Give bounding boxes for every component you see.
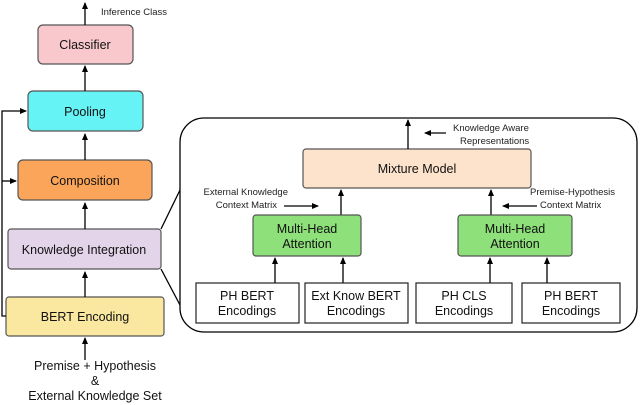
classifier-label: Classifier — [59, 38, 110, 52]
input-label-line2: & — [91, 374, 100, 388]
enc1-label-line1: PH BERT — [220, 289, 274, 303]
enc3-label-line2: Encodings — [435, 304, 493, 318]
input-label-line3: External Knowledge Set — [28, 389, 162, 403]
ext-knowledge-context-label-line1: External Knowledge — [204, 187, 289, 198]
ext-know-bert-encodings-box — [304, 282, 409, 324]
input-label-line1: Premise + Hypothesis — [34, 359, 156, 373]
enc2-label-line1: Ext Know BERT — [311, 289, 401, 303]
mixture-model-label: Mixture Model — [378, 162, 457, 176]
enc1-label-line2: Encodings — [218, 304, 276, 318]
mha-right-label-line1: Multi-Head — [485, 222, 545, 236]
knowledge-integration-label: Knowledge Integration — [22, 243, 146, 257]
enc4-label-line2: Encodings — [542, 304, 600, 318]
knowledge-aware-label-line1: Knowledge Aware — [453, 123, 529, 134]
ph-context-label-line1: Premise-Hypothesis — [530, 187, 615, 198]
zoom-line-top — [160, 189, 181, 230]
output-label: Inference Class — [101, 7, 167, 18]
ph-bert-encodings-box-1 — [195, 282, 300, 324]
ext-knowledge-context-label-line2: Context Matrix — [216, 200, 277, 211]
mha-left-label-line1: Multi-Head — [277, 222, 337, 236]
mixture-model-box — [302, 148, 532, 189]
composition-label: Composition — [50, 174, 120, 188]
ph-cls-encodings-box — [415, 282, 513, 324]
enc3-label-line1: PH CLS — [441, 289, 486, 303]
enc4-label-line1: PH BERT — [544, 289, 598, 303]
zoom-line-bottom — [160, 268, 181, 306]
skip-connection-to-pooling — [1, 108, 27, 317]
bert-encoding-label: BERT Encoding — [41, 310, 130, 324]
mha-left-label-line2: Attention — [282, 237, 331, 251]
mha-right-label-line2: Attention — [490, 237, 539, 251]
multi-head-attention-right-box — [457, 214, 573, 257]
ph-bert-encodings-box-2 — [521, 282, 621, 324]
ph-context-label-line2: Context Matrix — [540, 200, 601, 211]
pooling-label: Pooling — [64, 105, 106, 119]
knowledge-aware-label-line2: Representations — [460, 136, 529, 147]
multi-head-attention-left-box — [252, 214, 362, 257]
enc2-label-line2: Encodings — [327, 304, 385, 318]
